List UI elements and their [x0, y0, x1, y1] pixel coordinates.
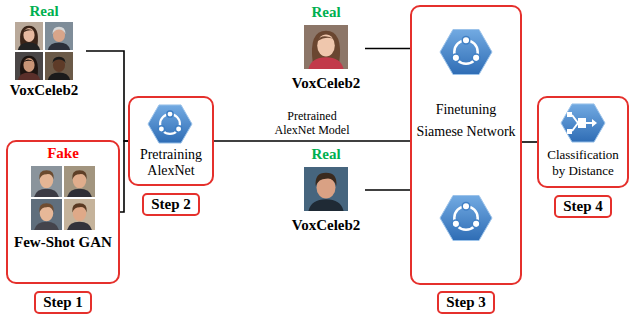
face-photo — [45, 52, 73, 80]
face-photo — [64, 166, 95, 197]
network-hexagon — [148, 105, 192, 143]
dataset-name: VoxCeleb2 — [292, 75, 361, 92]
step-tag: Step 2 — [142, 193, 200, 216]
connector — [522, 141, 537, 143]
cycle-icon — [175, 126, 181, 132]
face-photo — [45, 22, 73, 50]
step-box: FakeFew-Shot GAN — [6, 140, 120, 284]
face-photo — [15, 22, 43, 50]
box-label: Classification by Distance — [542, 147, 624, 179]
face-photo — [15, 52, 43, 80]
group-heading: Fake — [47, 145, 79, 162]
cycle-icon — [472, 54, 480, 62]
flow-icon — [567, 129, 572, 134]
step-label: Step 4 — [563, 198, 603, 215]
edge-label: Pretrained AlexNet Model — [269, 109, 355, 137]
step-tag: Step 4 — [554, 195, 612, 218]
flow-icon — [578, 118, 586, 128]
step-label: Step 3 — [446, 294, 486, 311]
face-photo — [304, 167, 348, 211]
dataset-name: Few-Shot GAN — [14, 234, 112, 251]
flow-icon — [572, 115, 592, 131]
cycle-icon — [452, 54, 460, 62]
classifier-hexagon — [561, 104, 605, 142]
step-box: Classification by Distance — [537, 96, 629, 188]
network-hexagon — [440, 30, 492, 75]
box-label: Pretraining AlexNet — [133, 147, 209, 179]
cycle-icon — [167, 111, 173, 117]
dataset-name: VoxCeleb2 — [292, 217, 361, 234]
step-label: Step 2 — [151, 196, 191, 213]
connector — [365, 189, 410, 191]
face-photo — [31, 199, 62, 230]
step-box: Pretraining AlexNet — [128, 96, 214, 186]
cycle-icon — [462, 203, 470, 211]
cycle-icon — [452, 220, 460, 228]
group-heading: Real — [29, 3, 58, 20]
face-photo — [304, 25, 348, 69]
group-heading: Real — [311, 146, 340, 163]
step-label: Step 1 — [43, 294, 83, 311]
network-hexagon — [440, 196, 492, 241]
flow-icon — [567, 112, 572, 117]
connector — [86, 51, 128, 141]
edge-label-holder: Pretrained AlexNet Model — [269, 109, 355, 137]
step-box: Finetuning Siamese Network — [410, 5, 522, 285]
connector — [120, 141, 128, 212]
image-group: RealVoxCeleb2 — [287, 4, 365, 92]
cycle-icon — [462, 37, 470, 45]
connector — [365, 48, 410, 50]
face-photo — [64, 199, 95, 230]
cycle-icon — [472, 220, 480, 228]
box-label: Finetuning Siamese Network — [415, 99, 517, 143]
image-group: RealVoxCeleb2 — [287, 146, 365, 234]
step-tag: Step 1 — [34, 291, 92, 314]
step-tag: Step 3 — [437, 291, 495, 314]
face-photo — [31, 166, 62, 197]
image-group: RealVoxCeleb2 — [2, 3, 86, 99]
dataset-name: VoxCeleb2 — [10, 82, 79, 99]
cycle-icon — [158, 126, 164, 132]
group-heading: Real — [311, 4, 340, 21]
connector — [214, 140, 410, 142]
flow-icon — [592, 119, 597, 127]
